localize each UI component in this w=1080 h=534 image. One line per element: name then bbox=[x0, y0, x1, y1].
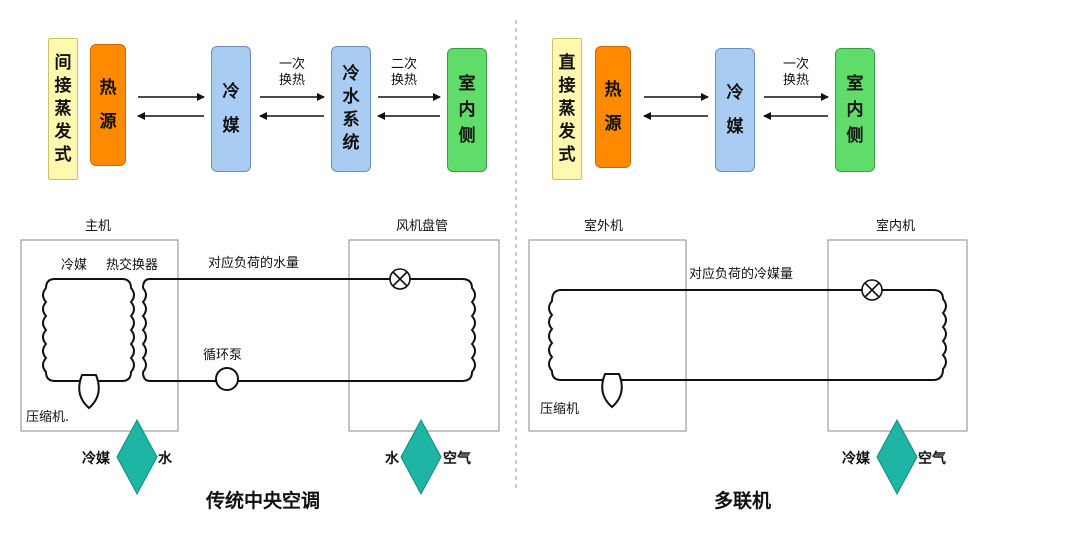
right-caption: 多联机 bbox=[714, 490, 772, 512]
diamond-refrigerant-air bbox=[876, 418, 918, 496]
tag2-right: 空气 bbox=[443, 451, 471, 467]
pump-label: 循环泵 bbox=[203, 348, 243, 363]
fan-coil-frame bbox=[348, 239, 500, 432]
right-compressor-label: 压缩机 bbox=[540, 402, 580, 417]
right-indoor-text: 室内侧 bbox=[846, 74, 864, 146]
right-direct-evaporation-block: 直接蒸发式 bbox=[552, 38, 582, 180]
tag2-left: 水 bbox=[385, 451, 399, 467]
tag3-left: 冷媒 bbox=[842, 451, 870, 467]
right-direct-evaporation-text: 直接蒸发式 bbox=[558, 52, 576, 165]
tag3-right: 空气 bbox=[918, 451, 946, 467]
left-heat-source-text: 热源 bbox=[99, 78, 117, 132]
left-indoor-text: 室内侧 bbox=[458, 74, 476, 146]
right-indoor-valve bbox=[861, 279, 883, 301]
tag1-left: 冷媒 bbox=[82, 451, 110, 467]
left-heat-source-block: 热源 bbox=[90, 44, 126, 166]
refrigerant-label: 冷媒 bbox=[61, 258, 88, 273]
left-compressor-label: 压缩机. bbox=[26, 410, 70, 425]
circulation-pump bbox=[215, 367, 239, 391]
left-water-system-text: 冷水系统 bbox=[342, 64, 360, 153]
left-water-system-block: 冷水系统 bbox=[331, 46, 371, 172]
right-first-exchange-label: 一次 换热 bbox=[782, 57, 809, 88]
fan-coil-label: 风机盘管 bbox=[396, 219, 449, 234]
tag1-right: 水 bbox=[158, 451, 172, 467]
outdoor-unit-frame bbox=[528, 239, 687, 432]
right-refrigerant-text: 冷媒 bbox=[726, 83, 744, 137]
diamond-refrigerant-water bbox=[116, 418, 158, 496]
left-fan-valve bbox=[389, 268, 411, 290]
main-unit-label: 主机 bbox=[85, 219, 112, 234]
left-indirect-evaporation-text: 间接蒸发式 bbox=[54, 52, 72, 165]
water-flow-label: 对应负荷的水量 bbox=[208, 256, 300, 271]
outdoor-unit-label: 室外机 bbox=[584, 219, 624, 234]
left-indirect-evaporation-block: 间接蒸发式 bbox=[48, 38, 78, 180]
refrigerant-coil-loop bbox=[42, 278, 135, 382]
left-refrigerant-block: 冷媒 bbox=[211, 46, 251, 172]
right-heat-source-block: 热源 bbox=[595, 46, 631, 168]
main-unit-frame bbox=[20, 239, 179, 432]
heat-exchanger-label: 热交换器 bbox=[106, 258, 159, 273]
diamond-water-air bbox=[400, 418, 442, 496]
left-caption: 传统中央空调 bbox=[206, 490, 321, 512]
vrf-refrigerant-loop bbox=[548, 289, 947, 381]
right-heat-source-text: 热源 bbox=[604, 80, 622, 134]
right-indoor-block: 室内侧 bbox=[835, 48, 875, 172]
left-indoor-block: 室内侧 bbox=[447, 48, 487, 172]
left-refrigerant-text: 冷媒 bbox=[222, 82, 240, 136]
left-second-exchange-label: 二次 换热 bbox=[390, 57, 417, 88]
indoor-unit-label: 室内机 bbox=[876, 219, 916, 234]
refrigerant-flow-label: 对应负荷的冷媒量 bbox=[689, 267, 794, 282]
left-first-exchange-label: 一次 换热 bbox=[278, 57, 305, 88]
right-refrigerant-block: 冷媒 bbox=[715, 48, 755, 172]
water-loop bbox=[141, 278, 476, 382]
right-compressor-shape bbox=[601, 373, 623, 409]
left-compressor-shape bbox=[78, 374, 100, 410]
